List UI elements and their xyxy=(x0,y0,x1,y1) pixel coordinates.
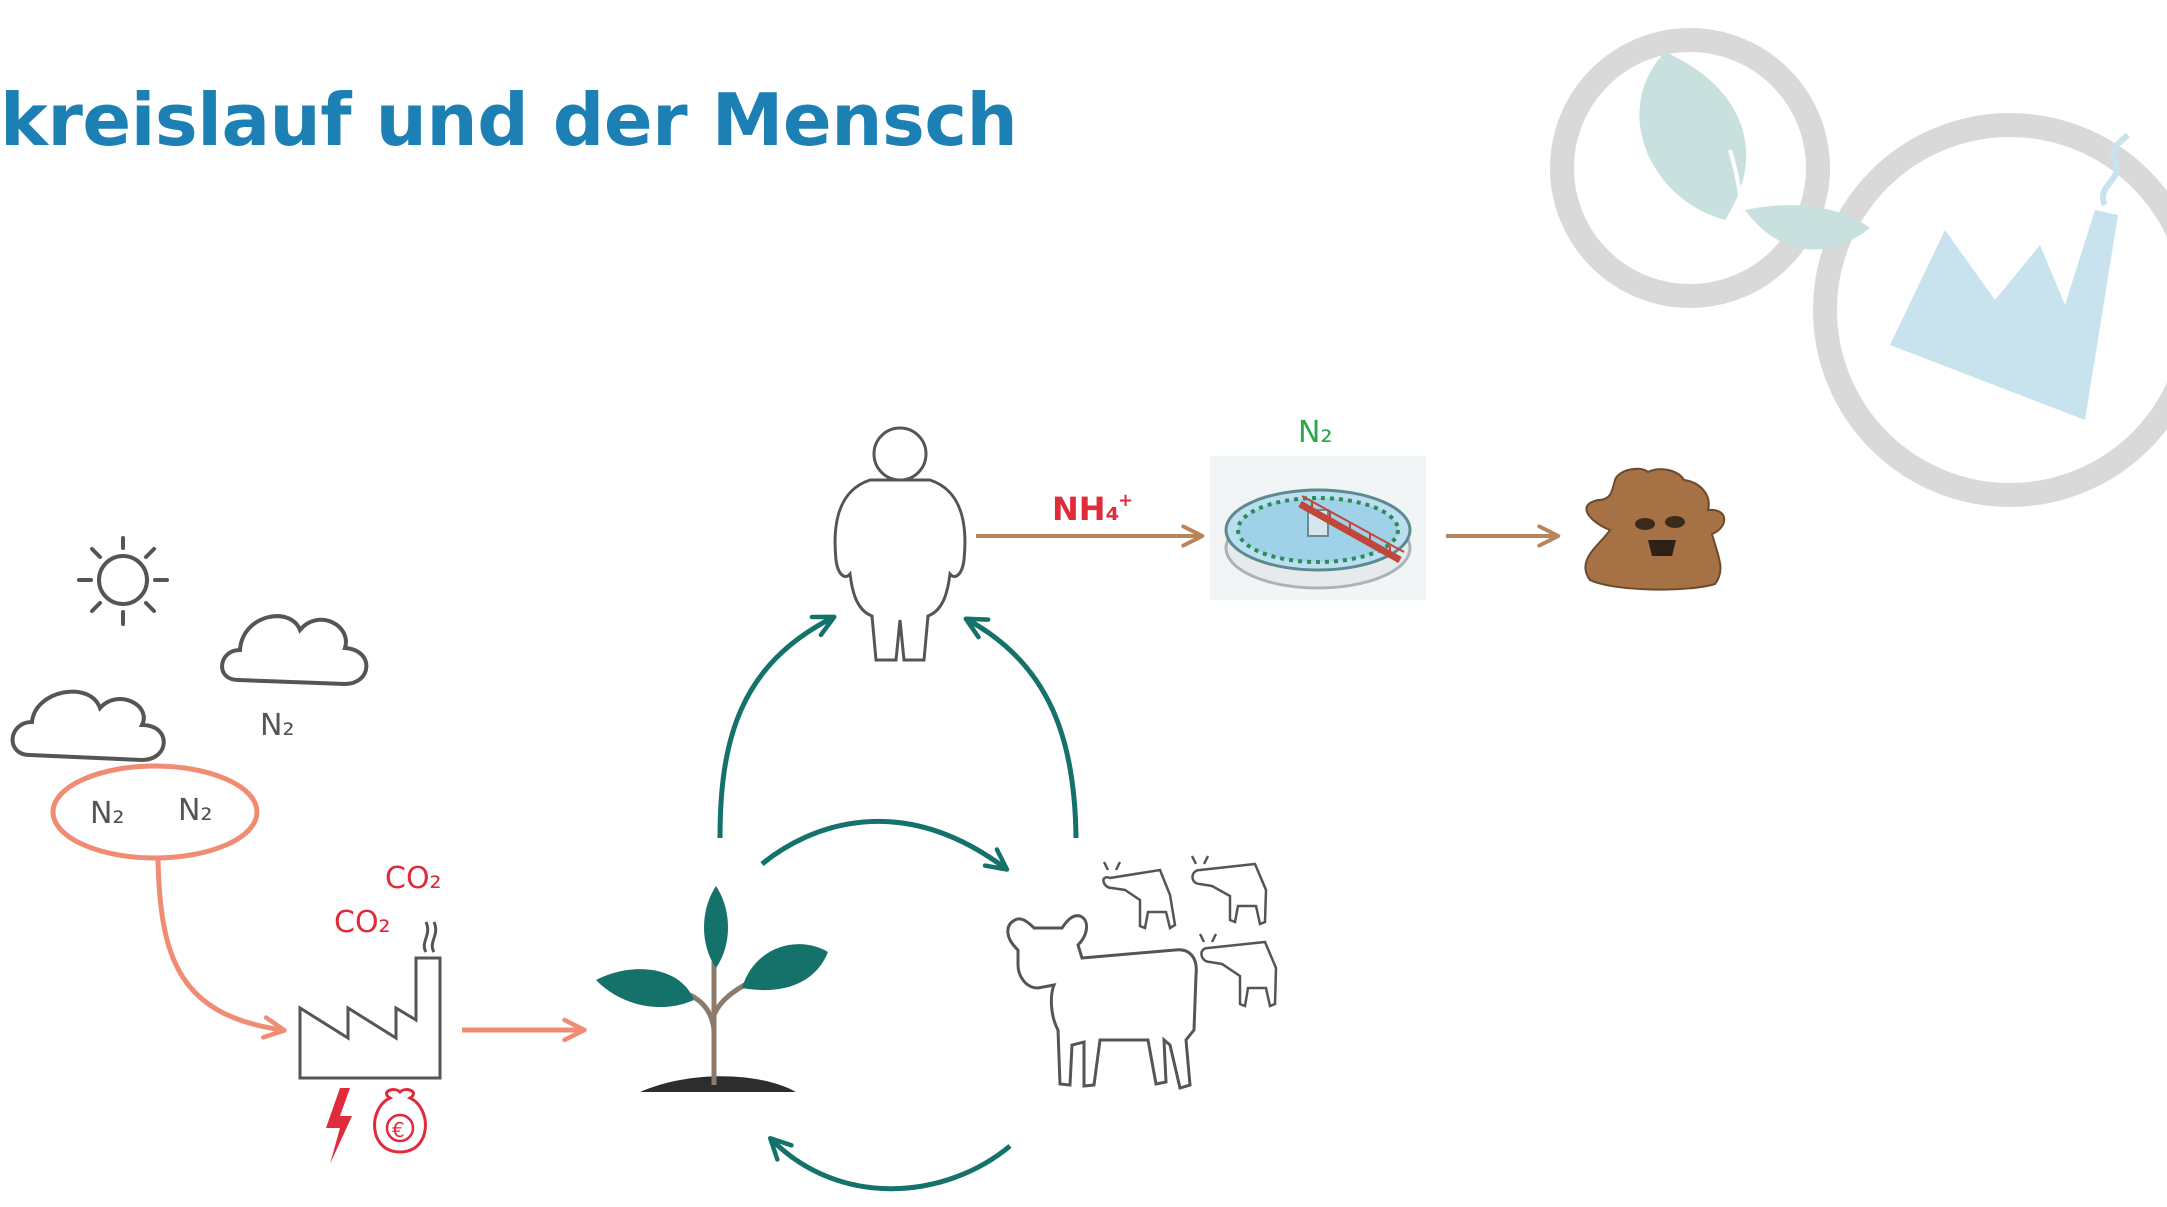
cow-to-human-arrow xyxy=(968,620,1076,838)
nh4-label: NH₄ xyxy=(1052,490,1120,528)
cloud-icon xyxy=(13,692,164,760)
logo-icon xyxy=(1562,40,2167,495)
sun-icon xyxy=(79,538,167,624)
cow-icon xyxy=(1200,934,1276,1006)
cow-icon xyxy=(1103,862,1175,928)
haber-arrow xyxy=(158,858,282,1030)
lightning-icon xyxy=(326,1088,352,1164)
plant-to-human-arrow xyxy=(720,618,832,838)
n2-reservoir xyxy=(53,766,257,858)
factory-icon xyxy=(300,922,440,1078)
co2-top-label: CO₂ xyxy=(385,861,442,896)
n2-right-label: N₂ xyxy=(178,793,212,828)
treatment-plant-icon xyxy=(1210,456,1426,600)
co2-bottom-label: CO₂ xyxy=(334,905,391,940)
euro-sign: € xyxy=(392,1118,405,1142)
sludge-monster-icon xyxy=(1585,469,1724,590)
n2-sky-label: N₂ xyxy=(260,708,294,743)
n2-left-label: N₂ xyxy=(90,796,124,831)
money-bag-icon: € xyxy=(375,1090,426,1152)
human-icon xyxy=(835,428,965,660)
n2-treatment-label: N₂ xyxy=(1298,415,1332,450)
cow-icon xyxy=(1008,916,1196,1088)
cloud-icon xyxy=(222,616,366,684)
cow-to-plant-arrow xyxy=(772,1140,1010,1189)
plant-to-cow-arrow xyxy=(762,821,1005,868)
nh4-plus: + xyxy=(1118,490,1133,511)
cow-icon xyxy=(1192,856,1266,924)
plant-icon xyxy=(596,886,828,1092)
